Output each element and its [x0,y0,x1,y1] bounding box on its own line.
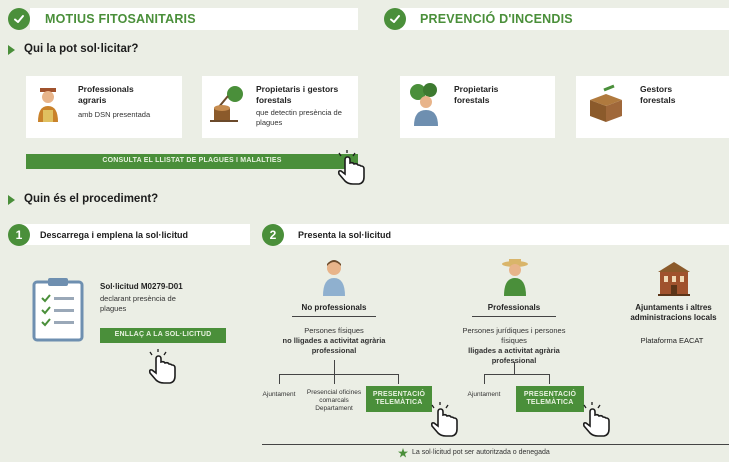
connector [484,374,550,375]
connector [279,374,399,375]
farmer-hat-icon [502,259,528,296]
online-submission-button[interactable]: PRESENTACIÓ TELEMÀTICA [516,386,584,412]
section-bullet-icon [8,195,15,205]
option-ajuntament: Ajuntament [262,391,296,398]
card-professionals-agraris: Professionals agraris amb DSN presentada [26,76,182,138]
town-hall-icon [658,262,690,296]
connector [398,374,399,384]
footer-divider [262,444,729,445]
star-icon [398,448,408,458]
card-title: Propietaris forestals [454,84,499,105]
online-submission-button[interactable]: PRESENTACIÓ TELEMÀTICA [366,386,432,412]
check-icon [384,8,406,30]
card-title: Professionals agraris [78,84,134,105]
wood-box-icon [590,84,622,122]
connector [279,374,280,384]
group-title-ajuntaments: Ajuntaments i altres administracions loc… [630,303,717,322]
footer-note: La sol·licitud pot ser autoritzada o den… [412,449,550,456]
divider [292,316,376,317]
hand-pointer-icon [148,349,176,384]
person-icon [323,260,345,296]
check-icon [8,8,30,30]
group-desc-bold: lligades a activitat agrària professiona… [468,346,560,365]
form-title: Sol·licitud M0279-D01 [100,282,183,291]
header-bar-right [400,8,729,30]
option-presencial: Presencial oficines comarcals Departamen… [306,389,362,412]
step2-title: Presenta la sol·licitud [298,230,392,240]
section-bullet-icon [8,45,15,55]
group-desc: Persones físiques [304,326,364,335]
card-subtitle: que detectin presència de plagues [256,108,342,127]
connector [549,374,550,384]
form-link-button[interactable]: ENLLAÇ A LA SOL·LICITUD [100,328,226,343]
card-propietaris-gestors: Propietaris i gestors forestals que dete… [202,76,358,138]
connector [514,362,515,374]
connector [334,360,335,374]
card-gestors-forestals: Gestors forestals [576,76,729,138]
header-title-fitosanitaris: MOTIUS FITOSANITARIS [45,12,196,26]
step1-bar [22,224,250,245]
tree-stump-icon [210,86,243,122]
hand-pointer-icon [430,402,458,437]
option-ajuntament: Ajuntament [467,391,501,398]
farmer-icon [38,88,58,122]
card-propietaris-forestals: Propietaris forestals [400,76,555,138]
hand-pointer-icon [337,150,365,185]
clipboard-checklist-icon [32,278,84,342]
eacat-platform: Plataforma EACAT [640,336,704,345]
header-title-incendis: PREVENCIÓ D'INCENDIS [420,12,573,26]
card-subtitle: amb DSN presentada [78,110,151,119]
group-title-professionals: Professionals [487,303,541,312]
step2-bar [276,224,729,245]
section-title-procedure: Quin és el procediment? [24,193,159,205]
step-number: 2 [262,224,284,246]
group-desc-bold: no lligades a activitat agrària professi… [282,336,386,355]
consult-pests-button[interactable]: CONSULTA EL LLISTAT DE PLAGUES I MALALTI… [26,154,358,169]
hand-pointer-icon [582,402,610,437]
divider [472,316,556,317]
group-title-no-professionals: No professionals [301,303,367,312]
header-bar-left [30,8,358,30]
connector [334,374,335,384]
step1-title: Descarrega i emplena la sol·licitud [40,230,189,240]
form-subtitle: declarant presència de plagues [100,294,176,313]
card-title: Propietaris i gestors forestals [256,84,339,105]
section-title-who: Qui la pot sol·licitar? [24,43,139,55]
group-desc: Persones jurídiques i persones físiques [462,326,566,345]
connector [484,374,485,384]
step-number: 1 [8,224,30,246]
card-title: Gestors forestals [640,84,676,105]
forest-owner-icon [410,83,438,126]
